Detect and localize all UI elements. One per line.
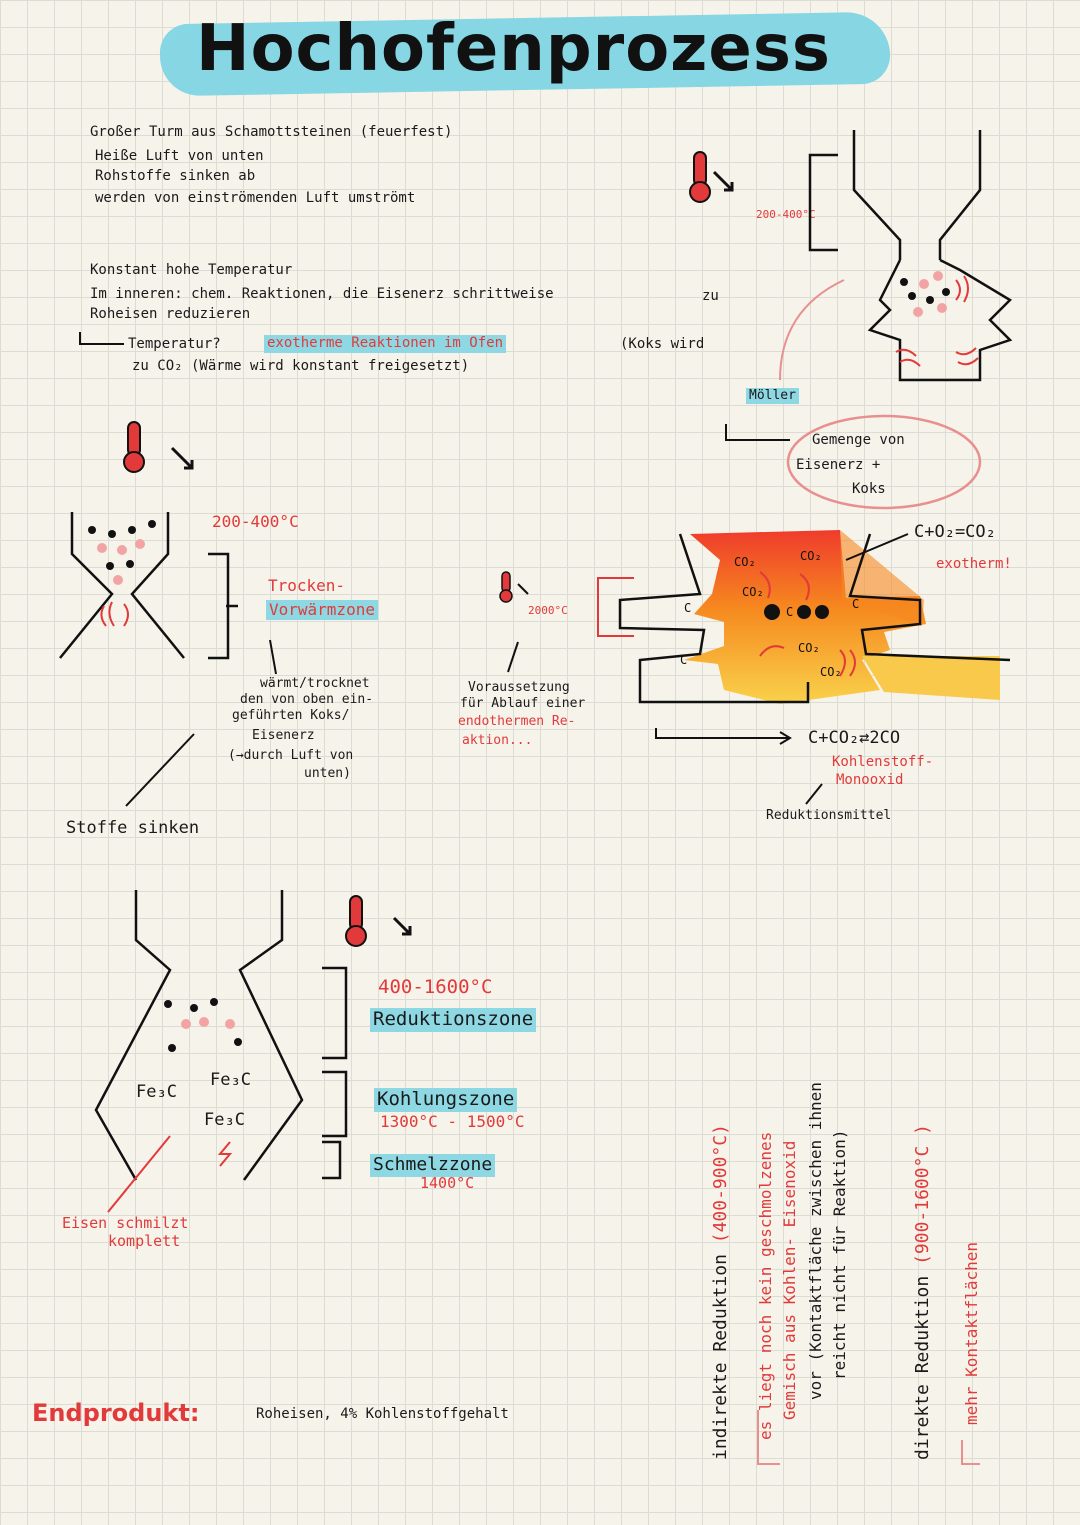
reduktionsmittel-arrow — [805, 783, 823, 805]
indirect-arrow — [757, 1410, 780, 1465]
temp-arrow — [79, 332, 124, 345]
co2-1: CO₂ — [734, 555, 756, 569]
gemenge-line-3: Koks — [852, 481, 886, 497]
eisen-line-2: komplett — [108, 1232, 181, 1250]
c-1: C — [684, 601, 691, 615]
eq2-arrowhead — [779, 731, 792, 745]
zone1-temp: 200-400°C — [212, 512, 299, 531]
zone1-name-2: Vorwärmzone — [266, 600, 378, 620]
endprodukt-label: Endprodukt: — [32, 1399, 200, 1427]
intro-line-1: Großer Turm aus Schamottsteinen (feuerfe… — [90, 124, 453, 140]
fire-particles: CO₂ CO₂ CO₂ CO₂ CO₂ C C C C — [680, 549, 859, 679]
ko-line-2: Monooxid — [836, 772, 904, 788]
furnace-bottom — [94, 890, 348, 1181]
zone1-desc-1: wärmt/trocknet — [260, 676, 370, 691]
furnace-top-diagram — [808, 130, 1013, 382]
temp-line-3: Roheisen reduzieren — [90, 306, 251, 322]
furnace-top-particles — [895, 271, 979, 367]
zone1-desc-3: geführten Koks/ — [232, 708, 350, 723]
zone1-desc-4: Eisenerz — [252, 728, 315, 743]
eq2-arrow — [655, 728, 790, 739]
co2-4: CO₂ — [798, 641, 820, 655]
exotherm-label: exotherm! — [936, 556, 1012, 572]
ko-line-1: Kohlenstoff- — [832, 754, 934, 770]
intro-line-2: Heiße Luft von unten — [95, 148, 264, 164]
intro-line-4: werden von einströmenden Luft umströmt — [95, 190, 416, 206]
eisen-line-1: Eisen schmilzt — [62, 1214, 189, 1232]
vor-arrow — [507, 641, 519, 673]
sinken-line — [125, 733, 195, 807]
thermometer-icon — [345, 895, 412, 947]
top-temp-label: 200-400°C — [756, 208, 816, 221]
vor-line-4: aktion... — [462, 733, 533, 748]
zone-schmelz: Schmelzzone — [370, 1154, 496, 1177]
temp-line-5: zu CO₂ (Wärme wird konstant freigesetzt) — [132, 358, 470, 374]
zone1-particles — [88, 520, 156, 627]
exo-highlight: exotherme Reaktionen im Ofen — [264, 335, 507, 353]
fe3c-2: Fe₃C — [210, 1070, 251, 1090]
gemenge-line-2: Eisenerz + — [796, 457, 881, 473]
title-area: Hochofenprozess — [159, 10, 891, 98]
co2-2: CO₂ — [800, 549, 822, 563]
bottom-temp-3: 1400°C — [420, 1174, 475, 1192]
vor-line-1: Voraussetzung — [468, 680, 570, 695]
vor-line-3: endothermen Re- — [458, 714, 576, 729]
temp-question: Temperatur? — [128, 336, 221, 352]
thermometer-icon — [689, 151, 734, 203]
reduktionsmittel-label: Reduktionsmittel — [766, 808, 892, 823]
zone1-name-1: Trocken- — [268, 576, 346, 595]
moller-label: Möller — [746, 388, 799, 405]
temp-line-2-end: zu — [702, 288, 719, 304]
fe3c-1: Fe₃C — [136, 1082, 177, 1102]
temp-line-2: Im inneren: chem. Reaktionen, die Eisene… — [90, 286, 554, 302]
eq1-pointer — [845, 533, 909, 561]
intro-line-3: Rohstoffe sinken ab — [95, 168, 256, 184]
direct-arrow — [961, 1440, 980, 1465]
zone-kohlung: Kohlungszone — [374, 1088, 518, 1112]
zone1-desc-6: unten) — [304, 766, 351, 781]
moller-arrow — [779, 279, 845, 381]
thermometer-icon — [499, 571, 529, 603]
fe3c-3: Fe₃C — [204, 1110, 245, 1130]
mid-temp: 2000°C — [528, 604, 568, 617]
zone-reduktion: Reduktionszone — [370, 1008, 537, 1032]
endprodukt-text: Roheisen, 4% Kohlenstoffgehalt — [256, 1406, 509, 1422]
bottom-particles — [107, 998, 242, 1213]
vor-line-2: für Ablauf einer — [460, 696, 586, 711]
page-title: Hochofenprozess — [196, 12, 831, 86]
c-3: C — [680, 653, 687, 667]
zone1-desc-5: (→durch Luft von — [228, 748, 354, 763]
bottom-temp-2: 1300°C - 1500°C — [380, 1112, 525, 1131]
co2-5: CO₂ — [820, 665, 842, 679]
zone1-desc-2: den von oben ein- — [240, 692, 374, 707]
bottom-temp-1: 400-1600°C — [378, 976, 493, 998]
zone1-pointer — [269, 639, 277, 675]
thermometer-icon — [123, 421, 194, 473]
temp-line-1: Konstant hohe Temperatur — [90, 262, 293, 278]
equation-1: C+O₂=CO₂ — [914, 522, 996, 542]
furnace-zone1 — [59, 512, 238, 660]
co2-3: CO₂ — [742, 585, 764, 599]
koks-note: (Koks wird — [620, 336, 705, 352]
mid-bracket — [597, 577, 634, 637]
gemenge-line-1: Gemenge von — [812, 432, 905, 448]
c-4: C — [786, 605, 793, 619]
equation-2: C+CO₂⇄2CO — [808, 728, 901, 748]
c-2: C — [852, 597, 859, 611]
gemenge-arrow — [725, 424, 790, 441]
stoffe-sinken: Stoffe sinken — [66, 818, 200, 838]
gemenge-circle — [786, 414, 982, 510]
